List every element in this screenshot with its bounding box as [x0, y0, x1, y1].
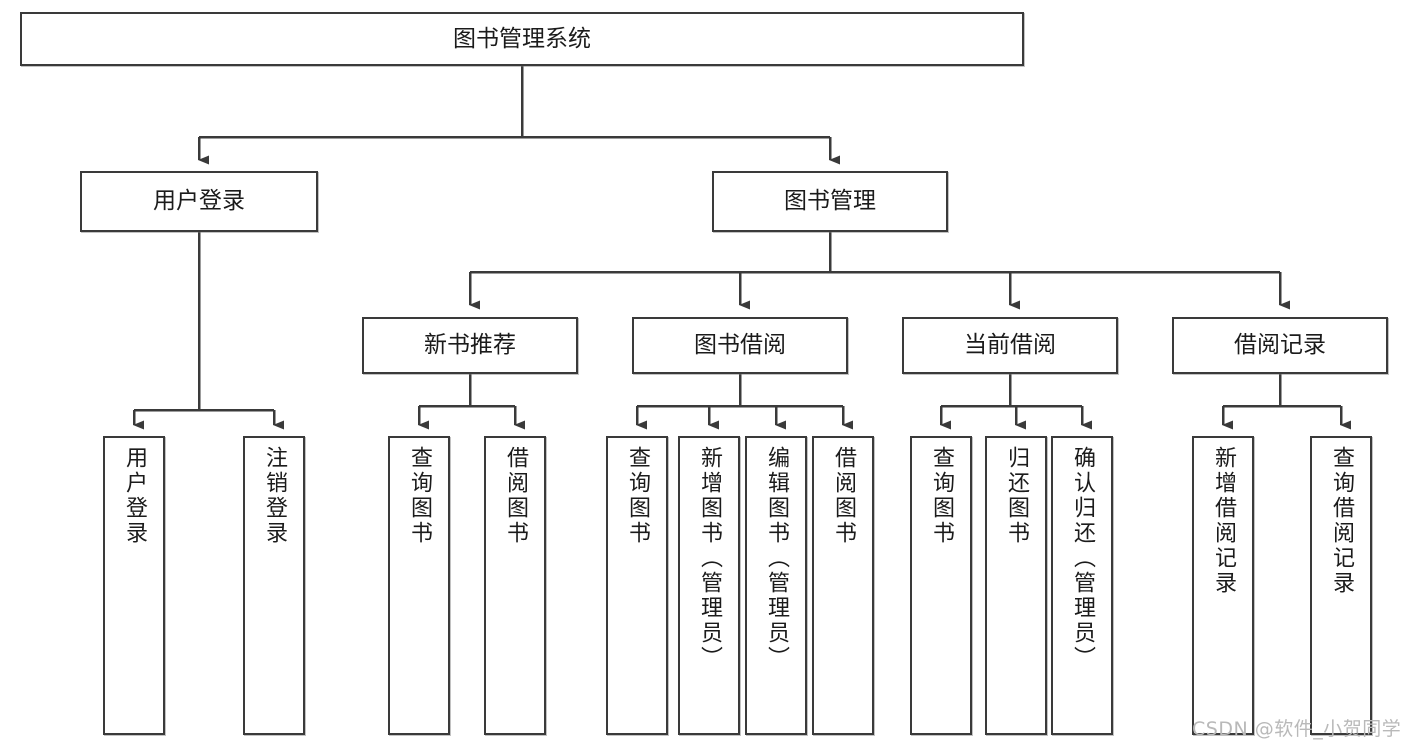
node-leaf-logout[interactable]: 注销登录 — [243, 436, 305, 735]
node-leaf-user-login-label: 用户登录 — [122, 446, 147, 546]
node-leaf-return-book[interactable]: 归还图书 — [985, 436, 1047, 735]
node-leaf-add-book-label: 新增图书（管理员） — [697, 446, 722, 671]
node-leaf-logout-label: 注销登录 — [262, 446, 287, 546]
node-new-book-rec-label: 新书推荐 — [424, 332, 516, 359]
node-borrow-record-label: 借阅记录 — [1234, 332, 1326, 359]
node-leaf-query-record[interactable]: 查询借阅记录 — [1310, 436, 1372, 735]
node-leaf-edit-book[interactable]: 编辑图书（管理员） — [745, 436, 807, 735]
watermark-text: CSDN @软件_小贺同学 — [1192, 718, 1402, 740]
node-leaf-borrow-book-1-label: 借阅图书 — [503, 446, 528, 546]
node-leaf-query-book-2-label: 查询图书 — [625, 446, 650, 546]
node-user-login-label: 用户登录 — [153, 188, 245, 215]
node-leaf-add-book[interactable]: 新增图书（管理员） — [678, 436, 740, 735]
node-leaf-add-record-label: 新增借阅记录 — [1211, 446, 1236, 596]
node-leaf-borrow-book-1[interactable]: 借阅图书 — [484, 436, 546, 735]
node-leaf-return-book-label: 归还图书 — [1004, 446, 1029, 546]
node-leaf-query-book-1-label: 查询图书 — [407, 446, 432, 546]
node-borrow-record[interactable]: 借阅记录 — [1172, 317, 1388, 374]
node-leaf-confirm-return-label: 确认归还（管理员） — [1070, 446, 1095, 671]
node-leaf-query-record-label: 查询借阅记录 — [1329, 446, 1354, 596]
node-leaf-query-book-1[interactable]: 查询图书 — [388, 436, 450, 735]
node-book-manage[interactable]: 图书管理 — [712, 171, 948, 232]
node-leaf-query-book-3[interactable]: 查询图书 — [910, 436, 972, 735]
node-current-borrow-label: 当前借阅 — [964, 332, 1056, 359]
node-book-manage-label: 图书管理 — [784, 188, 876, 215]
node-book-borrow-label: 图书借阅 — [694, 332, 786, 359]
node-leaf-borrow-book-2[interactable]: 借阅图书 — [812, 436, 874, 735]
node-new-book-rec[interactable]: 新书推荐 — [362, 317, 578, 374]
node-leaf-query-book-2[interactable]: 查询图书 — [606, 436, 668, 735]
node-leaf-confirm-return[interactable]: 确认归还（管理员） — [1051, 436, 1113, 735]
node-current-borrow[interactable]: 当前借阅 — [902, 317, 1118, 374]
node-book-borrow[interactable]: 图书借阅 — [632, 317, 848, 374]
node-root-label: 图书管理系统 — [453, 25, 591, 52]
node-user-login[interactable]: 用户登录 — [80, 171, 318, 232]
node-leaf-borrow-book-2-label: 借阅图书 — [831, 446, 856, 546]
node-leaf-user-login[interactable]: 用户登录 — [103, 436, 165, 735]
node-root[interactable]: 图书管理系统 — [20, 12, 1024, 66]
node-leaf-query-book-3-label: 查询图书 — [929, 446, 954, 546]
node-leaf-edit-book-label: 编辑图书（管理员） — [764, 446, 789, 671]
node-leaf-add-record[interactable]: 新增借阅记录 — [1192, 436, 1254, 735]
